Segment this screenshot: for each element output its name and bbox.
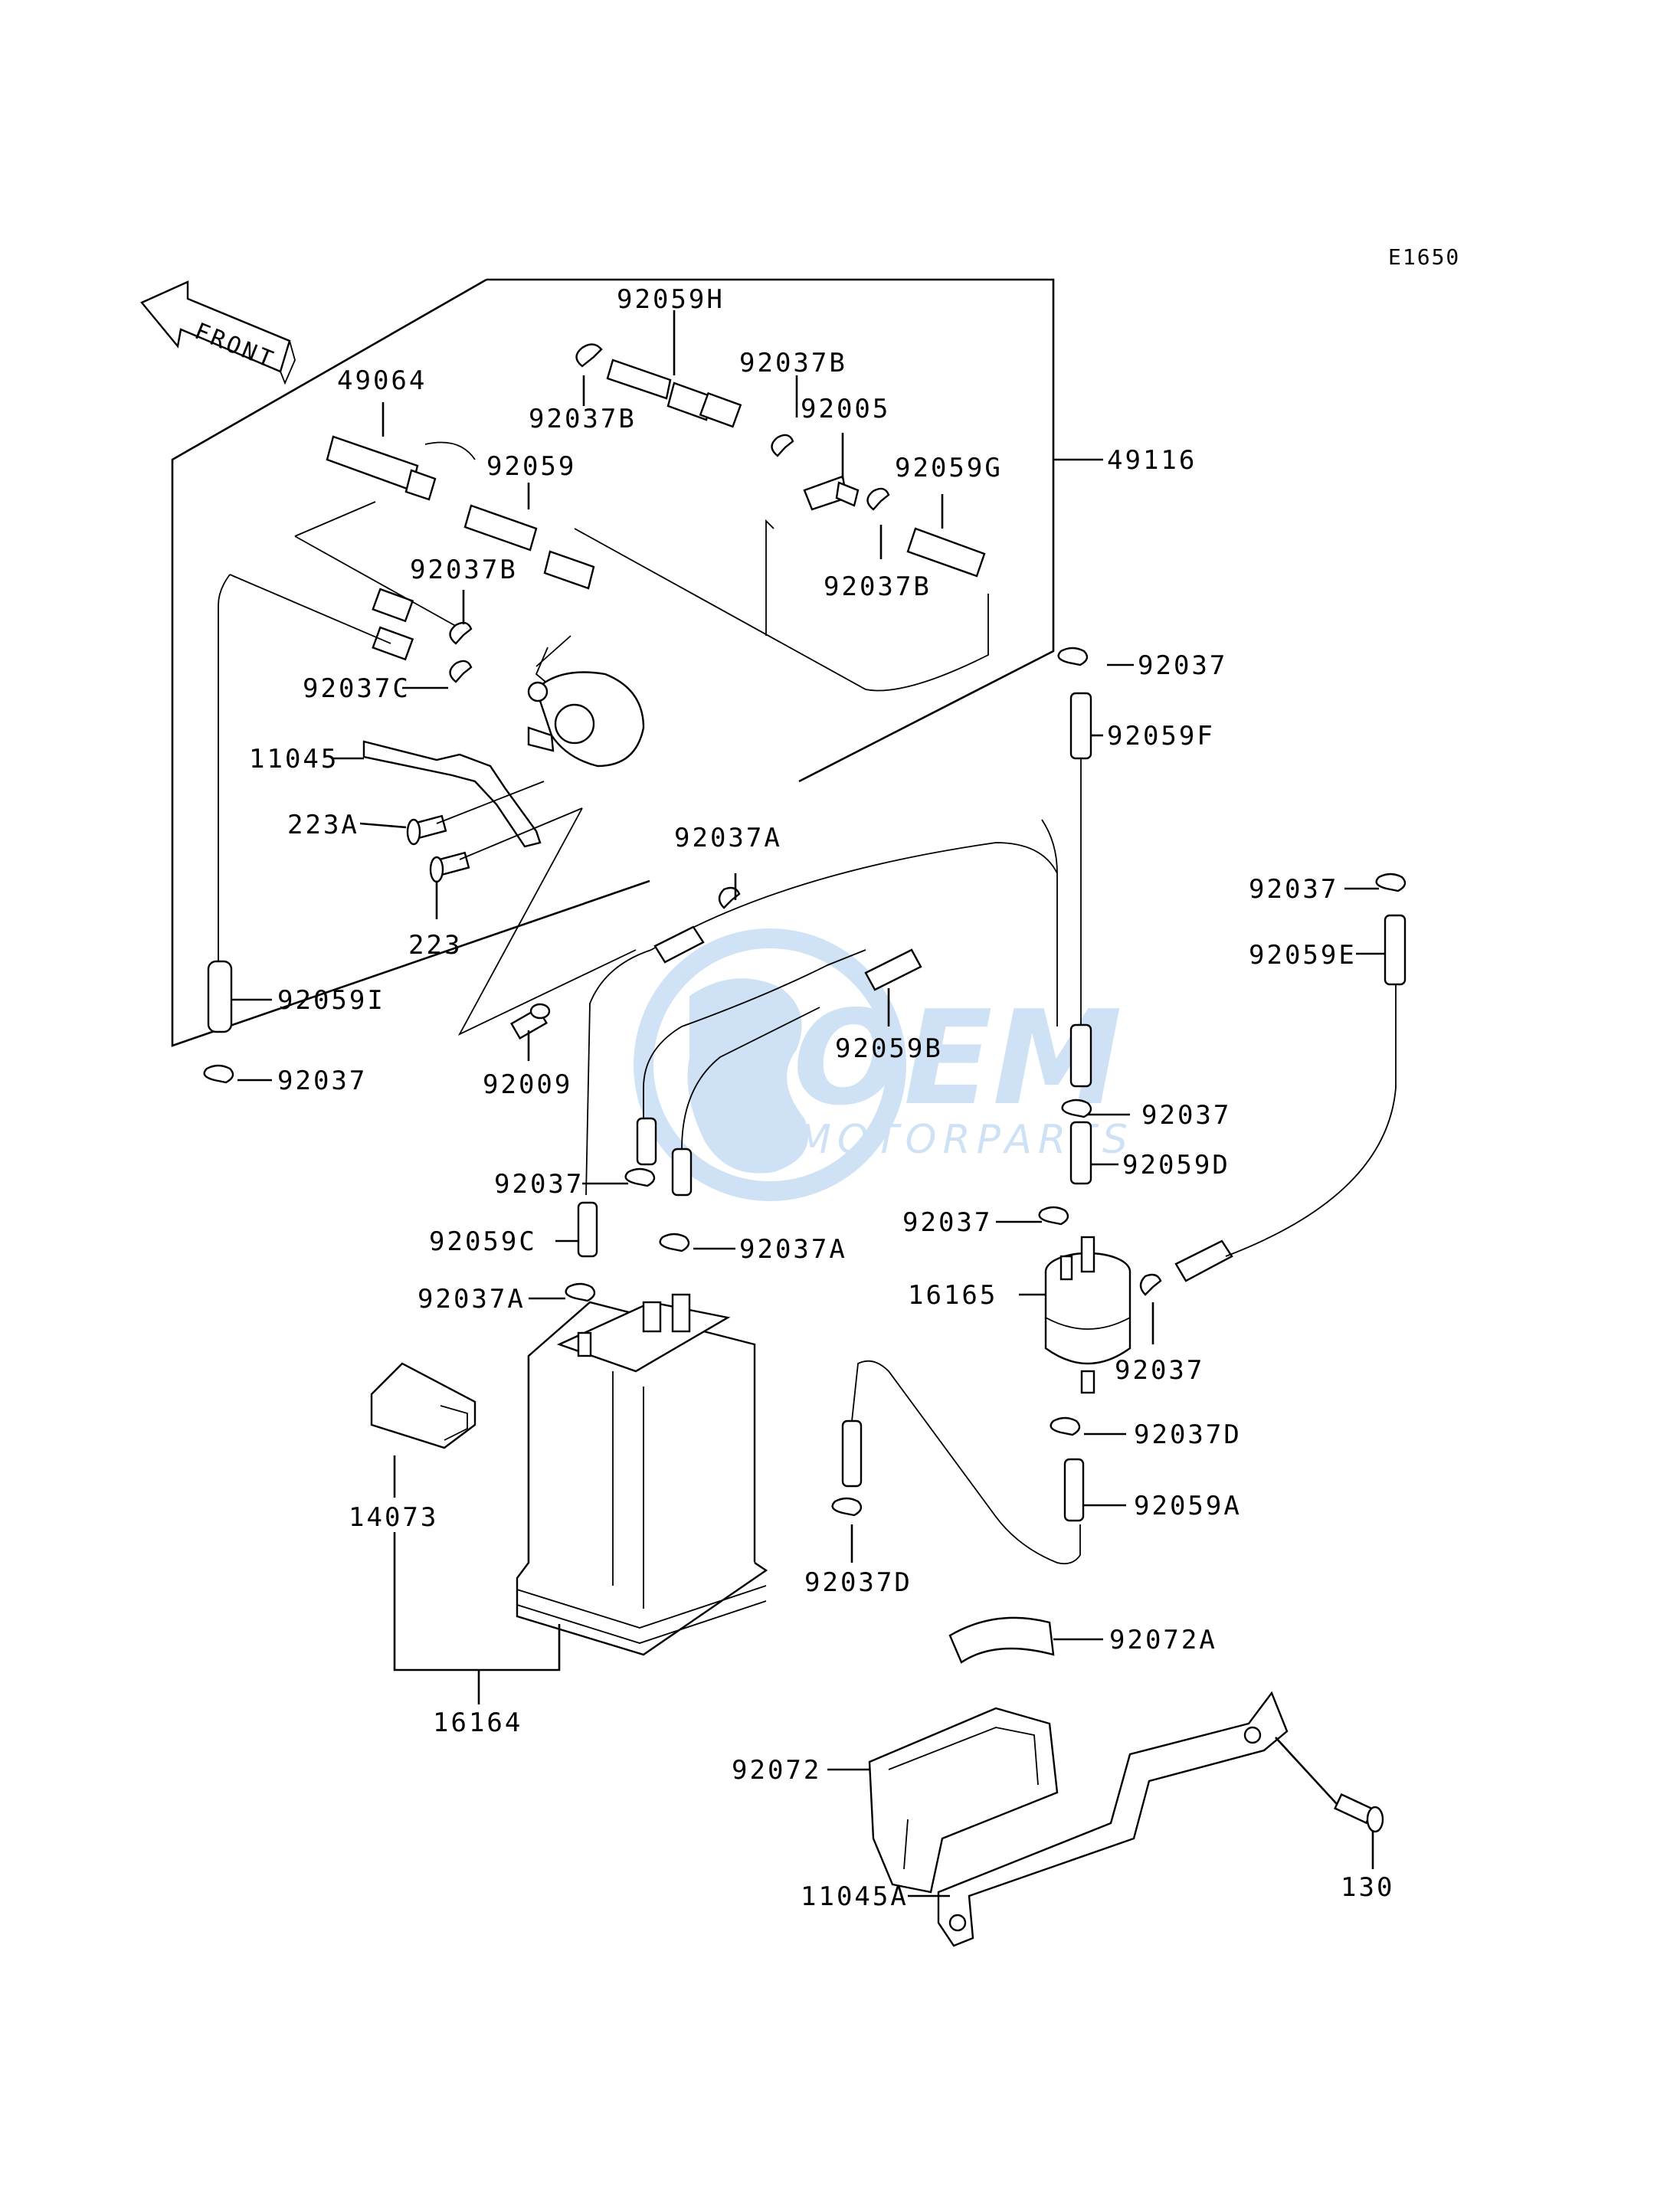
label-92037D-b: 92037D [804,1567,912,1598]
charcoal-canister [516,1293,768,1656]
label-92037-c: 92037 [277,1066,367,1096]
label-92072: 92072 [732,1755,821,1786]
label-92037-b: 92037 [1249,874,1338,905]
watermark-globe-map [687,978,808,1174]
fuel-filter-16165 [1044,1236,1131,1394]
hose-short-pair [372,588,414,661]
holder-92072 [868,1707,1059,1894]
bolt-130 [1334,1793,1384,1833]
label-92059A: 92059A [1134,1491,1242,1521]
label-130: 130 [1341,1872,1394,1903]
label-92037-d: 92037 [1141,1100,1231,1131]
label-92072A: 92072A [1109,1625,1217,1655]
vacuum-valve [527,671,645,768]
bolt-92009 [510,1003,551,1040]
label-92037-f: 92037 [902,1207,992,1238]
label-16164: 16164 [433,1708,522,1738]
label-223: 223 [408,930,462,961]
clip-icon-group [203,647,1407,1517]
label-92059: 92059 [486,451,576,482]
screw-223 [429,851,470,883]
hose-fittings [577,692,1407,1522]
label-92059E: 92059E [1249,940,1357,971]
label-92037-g: 92037 [1115,1355,1204,1386]
label-92059H: 92059H [617,284,725,315]
bracket-11045A [937,1691,1289,1947]
clamp-92072A [948,1616,1055,1664]
leader-lines [231,310,1385,1897]
label-92037A-c: 92037A [418,1284,526,1315]
watermark-globe [634,928,906,1201]
label-92037-a: 92037 [1138,650,1227,681]
label-92037D-a: 92037D [1134,1419,1242,1450]
label-92059B: 92059B [835,1033,943,1064]
label-92037A-a: 92037A [674,823,782,853]
label-92037B-a: 92037B [739,348,847,378]
label-92059C: 92059C [429,1226,537,1257]
label-92037B-b: 92037B [529,404,637,434]
label-92059D: 92059D [1122,1150,1230,1180]
diagram-code: E1650 [1388,244,1460,270]
valve-assembly-boundary [171,278,1055,1047]
label-92037B-d: 92037B [824,571,932,602]
label-92059I: 92059I [277,985,385,1016]
label-92037-e: 92037 [494,1169,584,1200]
label-92059F: 92059F [1107,721,1215,751]
hose-92059G [906,527,986,578]
bracket-11045 [362,740,542,848]
oem-motorparts-watermark: OEM MOTORPARTS [634,928,1128,1201]
label-92009: 92009 [483,1069,572,1100]
label-92037C: 92037C [303,673,411,704]
hose-92059 [463,504,595,590]
hose-92059I [207,960,233,1033]
label-223A: 223A [287,810,359,840]
label-92037A-b: 92037A [739,1234,847,1265]
label-11045A: 11045A [801,1881,909,1912]
label-49064: 49064 [337,365,427,396]
label-14073: 14073 [349,1502,438,1533]
tee-92005 [803,475,860,511]
part-labels: 92059H 92037B 92037B 92005 49064 92059 9… [249,284,1394,1912]
label-49116: 49116 [1107,445,1197,476]
label-92005: 92005 [801,394,890,424]
connector-14073 [370,1362,476,1449]
screw-223A [406,814,447,846]
label-92059G: 92059G [895,453,1003,483]
label-16165: 16165 [908,1280,997,1311]
clip-icon [449,343,890,683]
label-92037B-c: 92037B [410,555,518,585]
pipe-49064 [326,435,437,501]
label-11045: 11045 [249,744,339,774]
hose-92059H [606,359,742,428]
front-arrow-icon: FRONT [140,280,296,385]
